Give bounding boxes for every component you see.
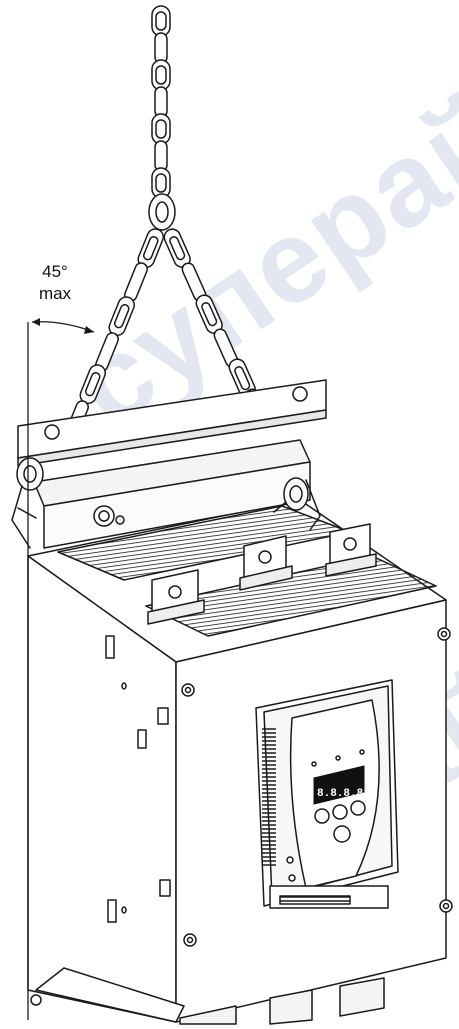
up-button: [332, 804, 348, 820]
keypad: 8.8.8.8: [313, 765, 366, 843]
down-button: [333, 825, 351, 843]
lifting-chain: [65, 5, 271, 440]
angle-value-label: 45°: [42, 262, 68, 281]
angle-max-label: max: [38, 284, 72, 303]
display-window: [313, 765, 365, 805]
angle-annotation: [27, 318, 95, 1020]
display-readout: 8.8.8.8: [317, 788, 364, 800]
esc-button: [314, 808, 330, 824]
lifting-bar: [17, 379, 327, 467]
enter-button: [350, 800, 366, 816]
